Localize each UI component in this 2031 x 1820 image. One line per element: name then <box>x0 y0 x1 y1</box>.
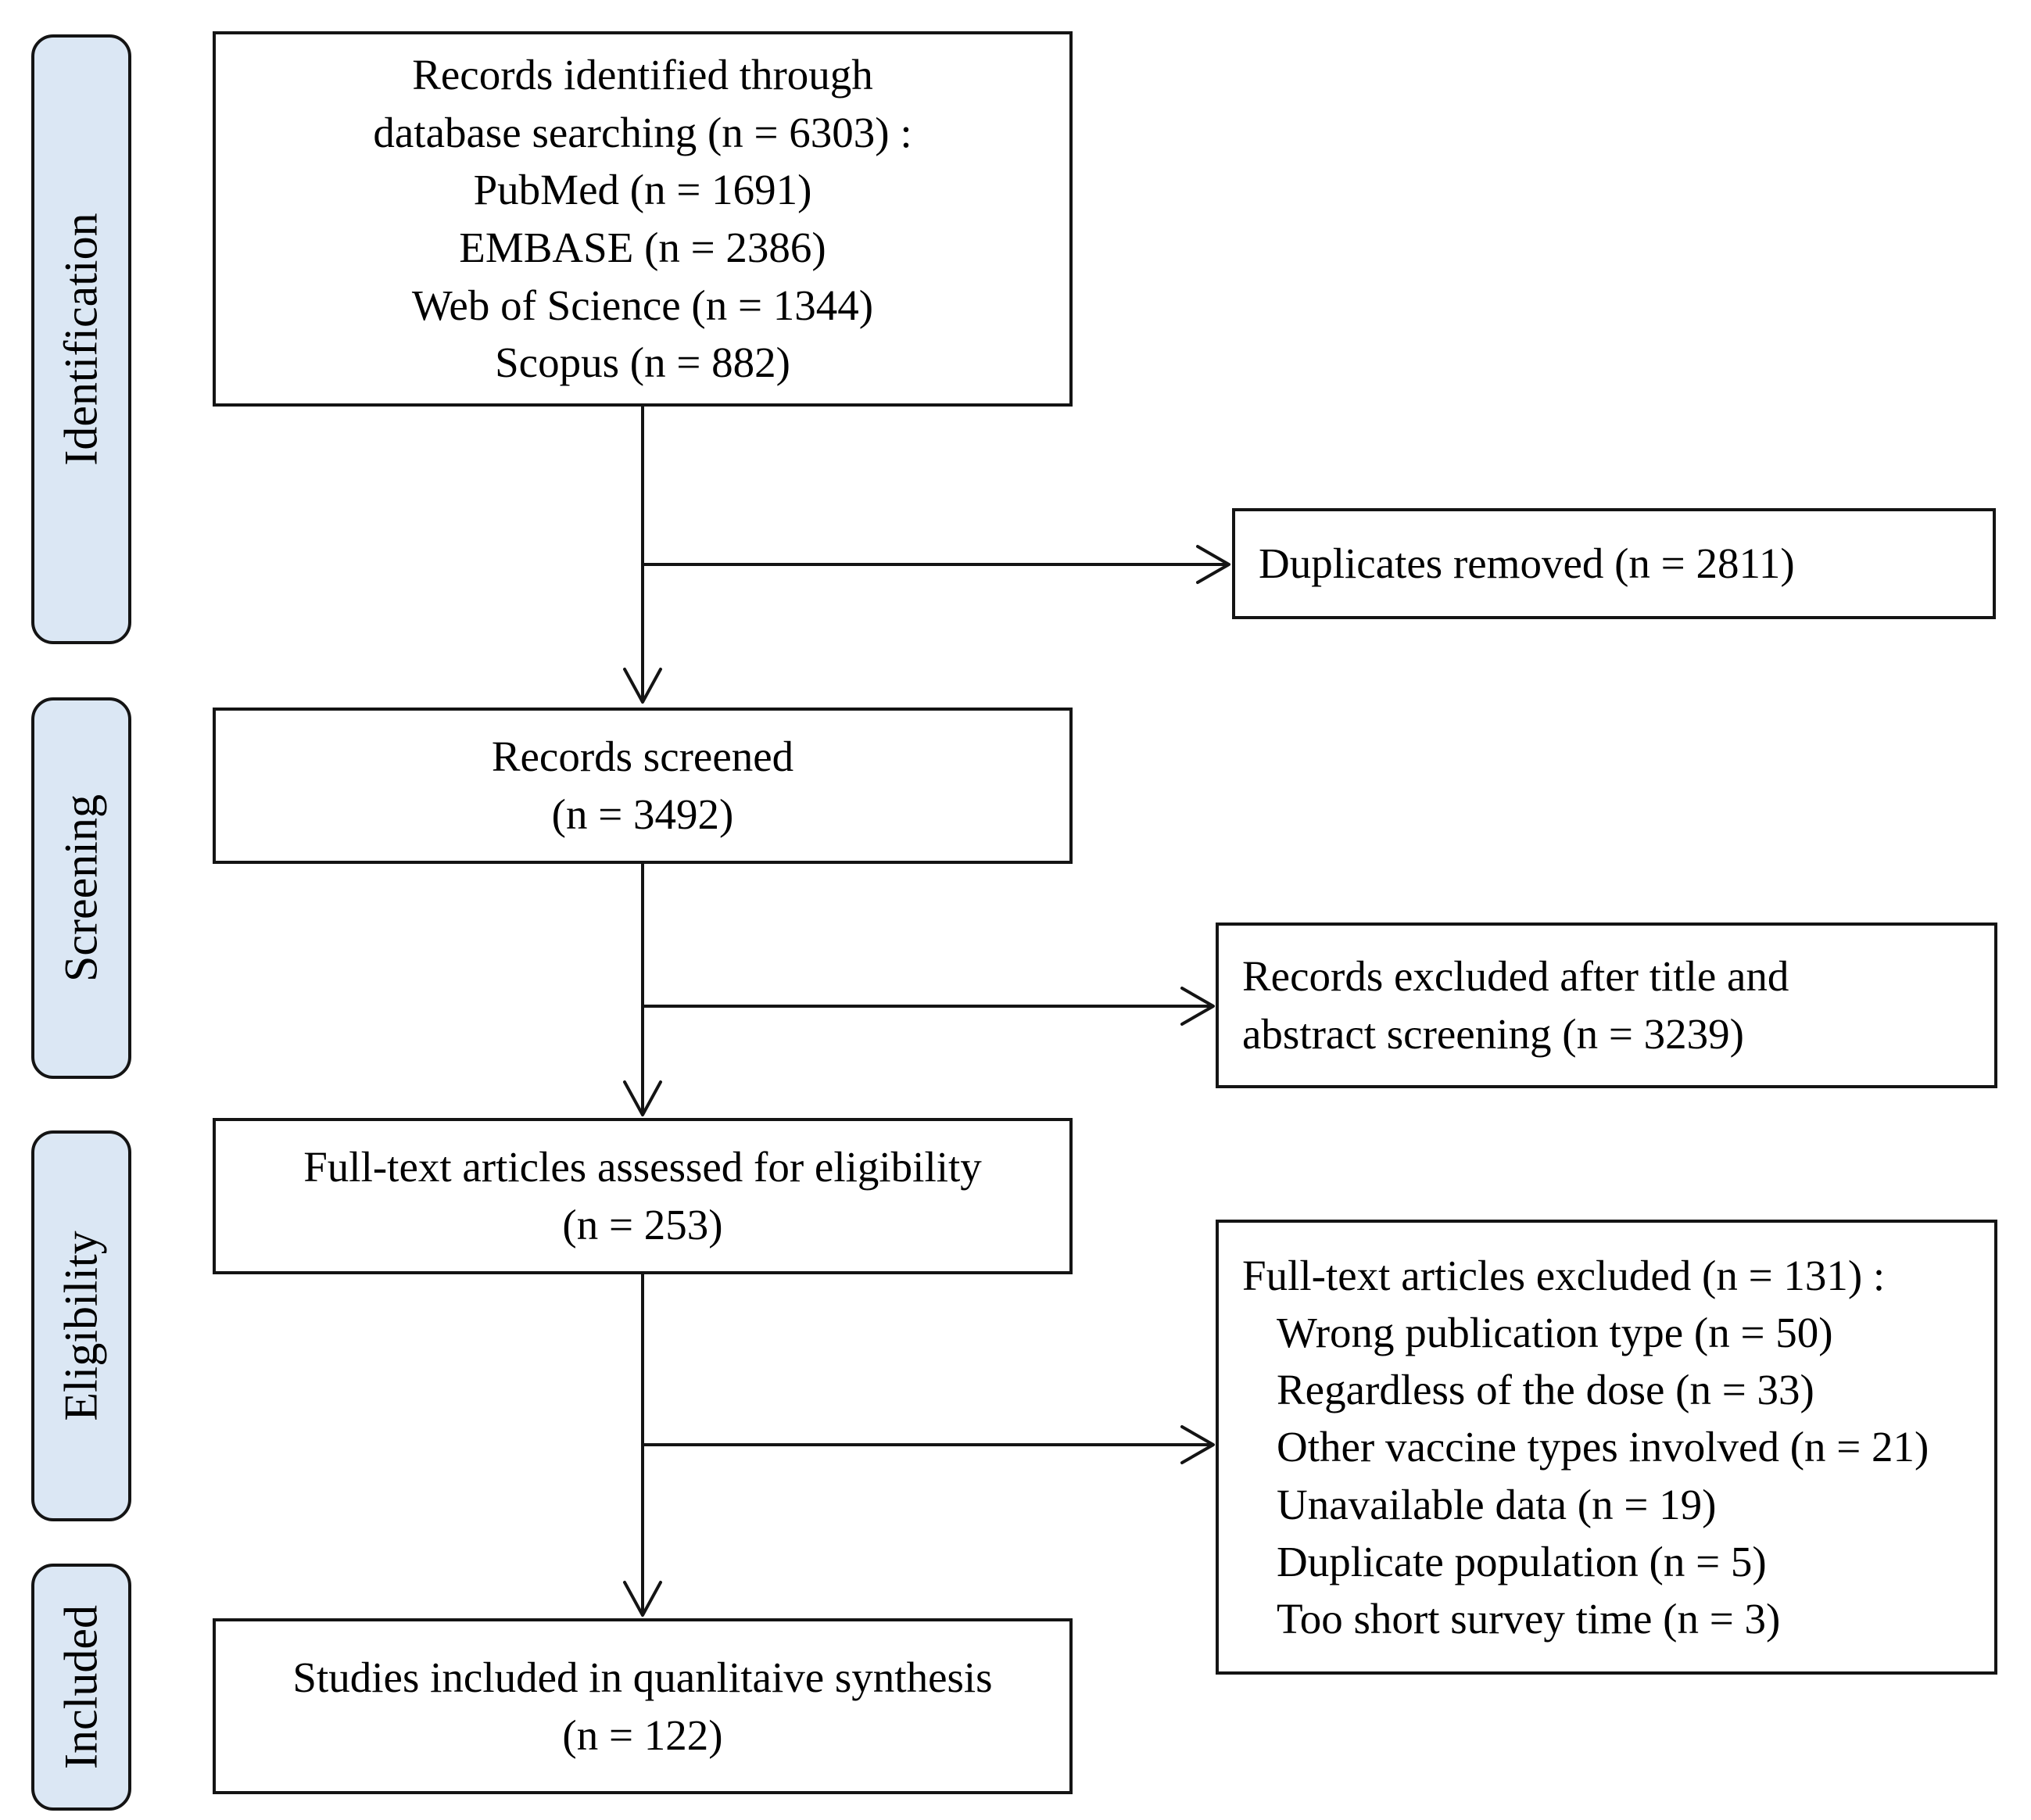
studies-included-line2: (n = 122) <box>562 1711 723 1759</box>
stage-included: Included <box>31 1564 131 1811</box>
fulltext-excluded-item3: Other vaccine types involved (n = 21) <box>1277 1423 1929 1471</box>
arrowhead-to-fulltext-excluded <box>1180 1425 1215 1464</box>
records-screened-line2: (n = 3492) <box>551 790 734 838</box>
fulltext-assessed-line1: Full-text articles assessed for eligibil… <box>303 1143 982 1191</box>
stage-included-label: Included <box>55 1605 107 1769</box>
records-identified-line4: EMBASE (n = 2386) <box>459 224 826 271</box>
box-records-screened: Records screened (n = 3492) <box>213 708 1073 864</box>
records-identified-line5: Web of Science (n = 1344) <box>411 281 874 329</box>
box-records-excluded: Records excluded after title and abstrac… <box>1216 923 1997 1088</box>
box-fulltext-assessed: Full-text articles assessed for eligibil… <box>213 1118 1073 1274</box>
fulltext-assessed-line2: (n = 253) <box>562 1201 723 1249</box>
box-fulltext-excluded: Full-text articles excluded (n = 131) : … <box>1216 1220 1997 1675</box>
records-screened-line1: Records screened <box>491 733 794 781</box>
studies-included-line1: Studies included in quanlitaive synthesi… <box>292 1653 993 1701</box>
records-identified-line1: Records identified through <box>412 50 873 99</box>
stage-eligibility: Eligibility <box>31 1130 131 1521</box>
arrowhead-to-records-excluded <box>1180 987 1215 1026</box>
fulltext-excluded-header: Full-text articles excluded (n = 131) : <box>1242 1252 1886 1299</box>
stage-identification: Identification <box>31 34 131 644</box>
arrowhead-fulltext-to-included <box>623 1581 662 1617</box>
fulltext-excluded-item1: Wrong publication type (n = 50) <box>1277 1309 1833 1357</box>
box-studies-included: Studies included in quanlitaive synthesi… <box>213 1618 1073 1794</box>
stage-identification-label: Identification <box>55 213 107 466</box>
fulltext-excluded-item2: Regardless of the dose (n = 33) <box>1277 1366 1814 1414</box>
box-duplicates-removed: Duplicates removed (n = 2811) <box>1232 508 1996 619</box>
fulltext-excluded-item6: Too short survey time (n = 3) <box>1277 1594 1781 1643</box>
arrowhead-to-duplicates-removed <box>1196 545 1230 584</box>
records-excluded-line2: abstract screening (n = 3239) <box>1242 1010 1744 1058</box>
records-identified-line3: PubMed (n = 1691) <box>473 166 812 214</box>
box-records-identified: Records identified through database sear… <box>213 31 1073 407</box>
fulltext-excluded-item4: Unavailable data (n = 19) <box>1277 1480 1717 1528</box>
records-excluded-line1: Records excluded after title and <box>1242 952 1789 1001</box>
stage-screening-label: Screening <box>55 794 107 982</box>
records-identified-line6: Scopus (n = 882) <box>495 339 790 387</box>
duplicates-removed-line1: Duplicates removed (n = 2811) <box>1259 539 1795 588</box>
records-identified-line2: database searching (n = 6303) : <box>373 108 912 156</box>
arrowhead-screened-to-fulltext <box>623 1080 662 1116</box>
arrowhead-identified-to-screened <box>623 668 662 704</box>
fulltext-excluded-item5: Duplicate population (n = 5) <box>1277 1537 1767 1585</box>
stage-eligibility-label: Eligibility <box>55 1231 107 1421</box>
stage-screening: Screening <box>31 697 131 1079</box>
